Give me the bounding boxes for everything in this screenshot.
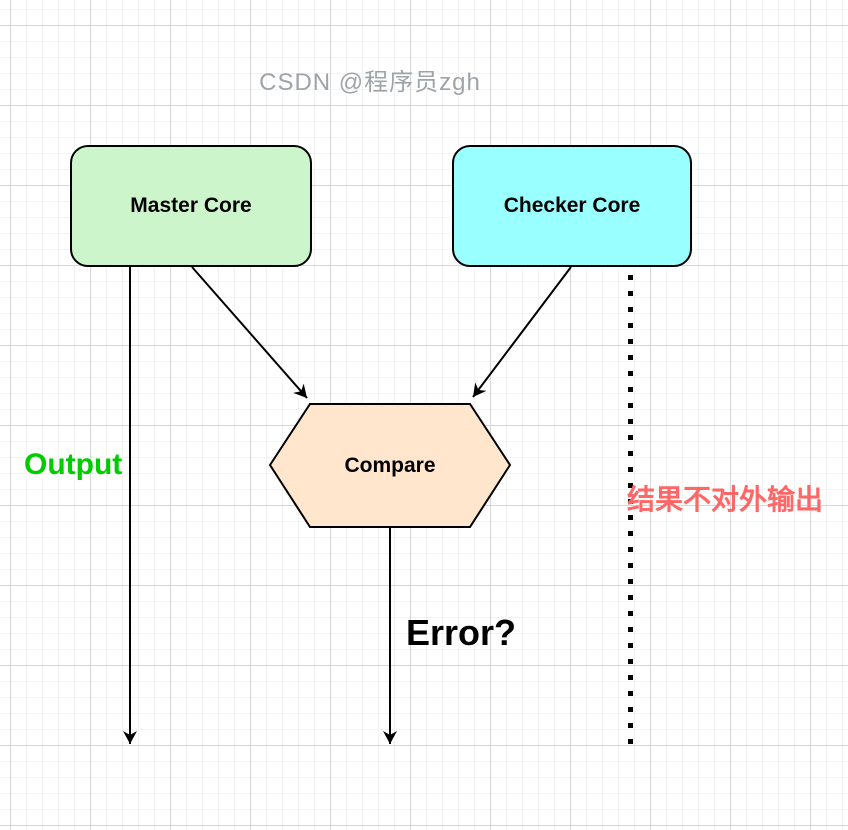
edge-master-to-compare-arrow bbox=[191, 266, 308, 399]
compare-hexagon-shape bbox=[268, 403, 512, 528]
node-compare-label: Compare bbox=[344, 453, 436, 477]
error-label: Error? bbox=[406, 612, 517, 653]
node-master-core: Master Core bbox=[70, 145, 312, 267]
watermark-text: CSDN @程序员zgh bbox=[259, 69, 481, 96]
edge-checker-to-compare-arrow bbox=[472, 266, 572, 398]
no-external-output-label: 结果不对外输出 bbox=[627, 484, 824, 515]
node-master-core-label: Master Core bbox=[130, 194, 252, 217]
output-label: Output bbox=[24, 448, 123, 481]
node-compare: Compare bbox=[290, 404, 490, 527]
node-checker-core-label: Checker Core bbox=[503, 194, 641, 217]
node-checker-core: Checker Core bbox=[452, 145, 692, 267]
